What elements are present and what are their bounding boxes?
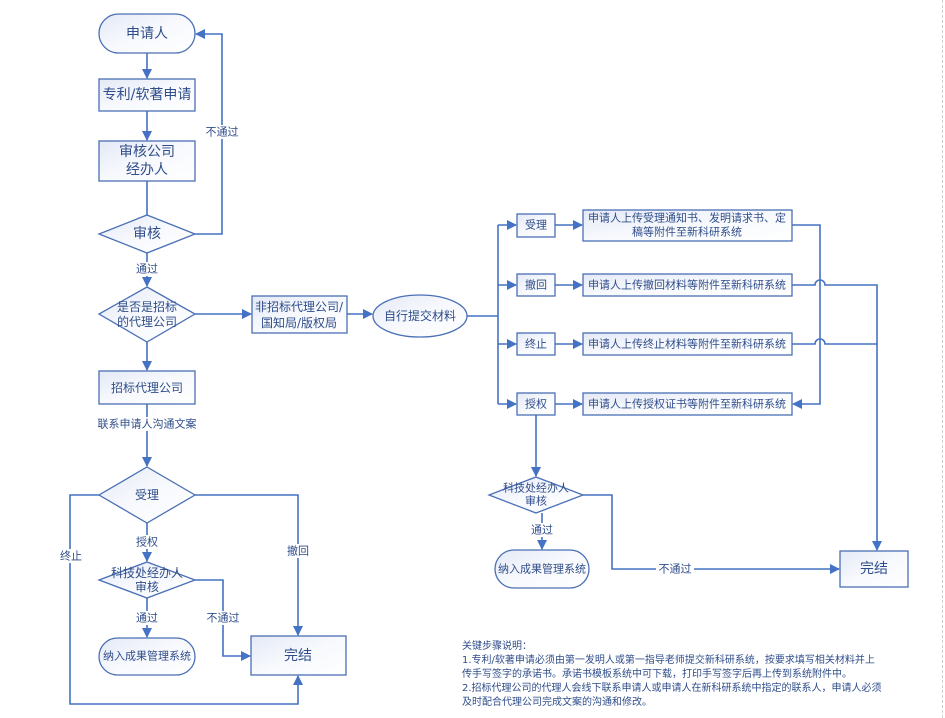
node-upload-accept-label-2: 稿等附件至新科研系统 (632, 225, 742, 239)
label-fail-right: 不通过 (659, 563, 692, 576)
node-branch-terminate[interactable]: 终止 (516, 332, 556, 356)
node-include-system-right-label: 纳入成果管理系统 (498, 562, 586, 576)
node-accept-left-label: 受理 (135, 488, 159, 502)
node-is-tender[interactable]: 是否是招标 的代理公司 (97, 286, 197, 343)
node-upload-accept-label-1: 申请人上传受理通知书、发明请求书、定 (588, 211, 786, 225)
node-upload-withdraw[interactable]: 申请人上传撤回材料等附件至新科研系统 (582, 273, 793, 297)
node-upload-withdraw-label: 申请人上传撤回材料等附件至新科研系统 (588, 278, 786, 292)
node-branch-accept-label: 受理 (525, 219, 547, 232)
node-is-tender-label-1: 是否是招标 (117, 300, 177, 314)
node-branch-grant[interactable]: 授权 (516, 392, 556, 416)
node-review-company-label-2: 经办人 (126, 162, 168, 178)
edge-accept-to-grant (792, 224, 821, 409)
node-self-submit-label: 自行提交材料 (384, 308, 456, 323)
node-upload-grant[interactable]: 申请人上传授权证书等附件至新科研系统 (582, 392, 793, 416)
node-upload-accept[interactable]: 申请人上传受理通知书、发明请求书、定 稿等附件至新科研系统 (582, 209, 793, 242)
node-review-company-label-1: 审核公司 (119, 144, 175, 160)
label-contact-applicant: 联系申请人沟通文案 (98, 417, 197, 431)
node-finish-left[interactable]: 完结 (250, 635, 347, 676)
label-grant-left: 授权 (136, 535, 158, 549)
label-pass-right: 通过 (531, 524, 553, 537)
edge-withdraw-to-finish (792, 279, 882, 551)
node-finish-right-label: 完结 (860, 561, 888, 577)
edge-accept-terminate (69, 494, 303, 705)
label-withdraw-left: 撤回 (287, 544, 309, 558)
node-tender-agency-label: 招标代理公司 (111, 381, 183, 395)
node-applicant-label: 申请人 (126, 26, 168, 42)
node-tech-review-left-label-1: 科技处经办人 (111, 565, 183, 580)
node-patent-apply-label: 专利/软著申请 (103, 87, 192, 103)
node-review-decision[interactable]: 审核 (97, 214, 197, 254)
page-boundary-divider (942, 0, 943, 718)
label-terminate-left: 终止 (60, 549, 82, 563)
label-fail-left: 不通过 (207, 612, 240, 625)
node-finish-right[interactable]: 完结 (839, 550, 909, 588)
node-patent-apply[interactable]: 专利/软著申请 (98, 78, 196, 112)
node-include-system-left-label: 纳入成果管理系统 (103, 649, 191, 663)
node-tech-review-right-label-1: 科技处经办人 (503, 481, 569, 495)
notes-line-1: 1.专利/软著申请必须由第一发明人或第一指导老师提交新科研系统，按要求填写相关材… (462, 655, 875, 666)
node-include-system-left[interactable]: 纳入成果管理系统 (98, 637, 196, 676)
edge-accept-withdraw (195, 494, 303, 636)
node-self-submit[interactable]: 自行提交材料 (372, 294, 468, 338)
node-include-system-right[interactable]: 纳入成果管理系统 (494, 549, 590, 589)
node-tech-review-left[interactable]: 科技处经办人 审核 (97, 561, 197, 599)
label-pass-top: 通过 (136, 263, 158, 276)
node-upload-terminate[interactable]: 申请人上传终止材料等附件至新科研系统 (582, 332, 793, 356)
node-tech-review-left-label-2: 审核 (135, 579, 159, 594)
node-upload-terminate-label: 申请人上传终止材料等附件至新科研系统 (588, 337, 786, 351)
node-is-tender-label-2: 的代理公司 (117, 314, 177, 329)
label-fail-top: 不通过 (206, 126, 239, 139)
label-pass-left: 通过 (136, 612, 158, 625)
node-accept-left[interactable]: 受理 (97, 466, 197, 524)
edges-right (467, 220, 882, 574)
key-steps-notes: 关键步骤说明： 1.专利/软著申请必须由第一发明人或第一指导老师提交新科研系统，… (462, 640, 932, 710)
node-applicant[interactable]: 申请人 (98, 13, 196, 54)
node-review-decision-label: 审核 (133, 226, 161, 242)
node-branch-grant-label: 授权 (525, 397, 547, 411)
notes-line-3: 2.招标代理公司的代理人会线下联系申请人或申请人在新科研系统中指定的联系人，申请… (462, 683, 882, 694)
node-review-company[interactable]: 审核公司 经办人 (98, 140, 196, 182)
edge-terminate-to-finish (792, 338, 877, 345)
node-branch-withdraw[interactable]: 撤回 (516, 273, 556, 297)
node-tender-agency[interactable]: 招标代理公司 (98, 370, 196, 405)
node-branch-terminate-label: 终止 (525, 337, 547, 351)
node-upload-grant-label: 申请人上传授权证书等附件至新科研系统 (588, 397, 786, 411)
node-branch-withdraw-label: 撤回 (525, 278, 547, 292)
node-finish-left-label: 完结 (284, 648, 312, 664)
node-non-tender-label-1: 非招标代理公司/ (255, 300, 344, 314)
edge-tech-right-fail (583, 494, 840, 574)
node-tech-review-right[interactable]: 科技处经办人 审核 (487, 476, 585, 514)
node-branch-accept[interactable]: 受理 (516, 213, 556, 238)
node-non-tender-label-2: 国知局/版权局 (261, 316, 337, 330)
notes-line-2: 传手写签字的承诺书。承诺书模板系统中可下载，打印手写签字后再上传到系统附件中。 (462, 669, 852, 680)
notes-title: 关键步骤说明： (462, 641, 532, 652)
node-non-tender[interactable]: 非招标代理公司/ 国知局/版权局 (251, 295, 348, 334)
notes-line-4: 及时配合代理公司完成文案的沟通和修改。 (462, 697, 652, 708)
edge-labels: 不通过 通过 联系申请人沟通文案 授权 撤回 终止 通过 不通过 通过 不通过 (57, 125, 694, 625)
node-tech-review-right-label-2: 审核 (525, 494, 547, 508)
